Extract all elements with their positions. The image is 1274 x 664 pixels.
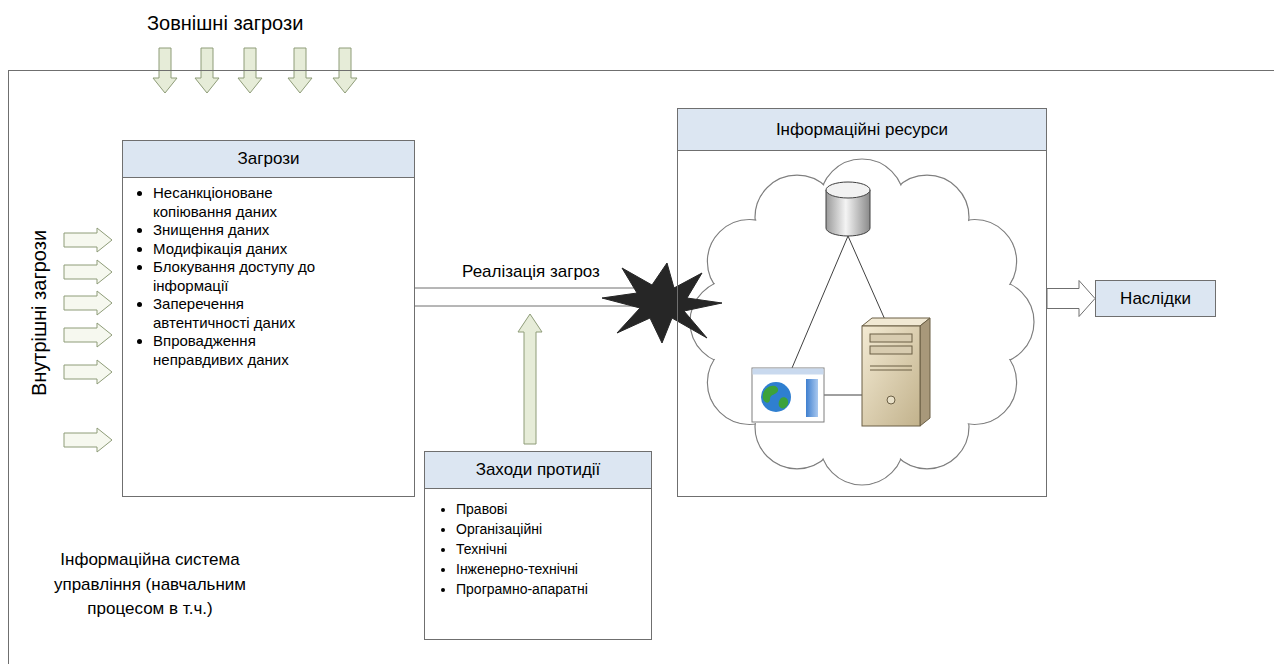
- connector-label: Реалізація загроз: [459, 262, 603, 282]
- bullet-item: Заперечення автентичності даних: [153, 295, 341, 332]
- internal-threat-arrows-part: [64, 291, 112, 315]
- countermeasure-arrow: [518, 314, 542, 444]
- bullet-item: Впровадження неправдивих даних: [153, 332, 341, 369]
- system-boundary: Інформаційна система управління (навчаль…: [8, 70, 1274, 664]
- internal-threats-label: Внутрішні загрози: [28, 230, 51, 396]
- server-icon-part: [870, 346, 912, 354]
- flow-arrow: [1047, 281, 1095, 317]
- block-arrow: [1047, 281, 1095, 317]
- threat-realization-connector: [415, 263, 722, 343]
- bullet-item: Модифікація даних: [153, 240, 341, 259]
- web-window-icon-part: [761, 382, 791, 412]
- box-label: Наслідки: [1120, 289, 1191, 309]
- bullet-item: Знищення даних: [153, 221, 341, 240]
- cloud-outline-part: [691, 160, 1033, 484]
- internal-threat-arrows-part: [64, 260, 112, 284]
- consequences-box: Наслідки: [1095, 280, 1216, 317]
- web-window-icon-part: [753, 369, 824, 375]
- bullet-item: Інженерно-технічні: [456, 559, 641, 579]
- network-links-part: [848, 236, 886, 322]
- internal-threat-arrows: [64, 228, 112, 452]
- box-header-band: Інформаційні ресурси: [678, 109, 1046, 151]
- web-window-icon-part: [806, 379, 818, 417]
- server-icon-part: [920, 318, 930, 426]
- web-window-icon-part: [763, 386, 778, 403]
- internal-threat-arrows-part: [64, 428, 112, 452]
- server-icon-part: [887, 396, 895, 404]
- server-icon-part: [870, 370, 912, 371]
- box-header-band: Загрози: [123, 141, 414, 178]
- server-icon-part: [862, 326, 920, 426]
- network-links-part: [824, 395, 862, 396]
- threats-box: ЗагрозиНесанкціоноване копіювання данихЗ…: [122, 140, 415, 497]
- database-icon-part: [826, 182, 870, 198]
- internal-threat-arrows-part: [64, 360, 112, 384]
- web-window-icon-part: [779, 397, 789, 408]
- system-caption: Інформаційна система управління (навчаль…: [30, 548, 270, 622]
- resources-box: Інформаційні ресурси: [677, 108, 1047, 497]
- internal-threat-arrows-part: [64, 323, 112, 347]
- database-icon: [826, 182, 870, 236]
- cloud-outline-part-part: [730, 199, 994, 445]
- external-threats-label: Зовнішні загрози: [147, 12, 303, 35]
- web-window-icon: [752, 368, 824, 422]
- server-icon-part: [870, 334, 912, 342]
- box-heading: Інформаційні ресурси: [776, 120, 948, 140]
- bullet-item: Блокування доступу до інформації: [153, 258, 341, 295]
- server-icon: [862, 318, 930, 426]
- bullet-item: Правові: [456, 499, 641, 519]
- bullet-item: Програмно-апаратні: [456, 579, 641, 599]
- cloud-outline: [690, 159, 1034, 485]
- box-heading: Заходи протидії: [476, 460, 601, 480]
- bullet-list: ПравовіОрганізаційніТехнічніІнженерно-те…: [425, 499, 651, 607]
- network-links-part: [792, 236, 848, 368]
- web-window-icon-part: [752, 368, 824, 422]
- countermeasures-box: Заходи протидіїПравовіОрганізаційніТехні…: [424, 451, 652, 640]
- bullet-list: Несанкціоноване копіювання данихЗнищення…: [123, 184, 414, 377]
- box-header-band: Заходи протидії: [425, 452, 651, 489]
- cloud-outline-part: [690, 159, 1034, 485]
- bullet-item: Організаційні: [456, 519, 641, 539]
- impact-starburst: [602, 263, 722, 343]
- bullet-item: Несанкціоноване копіювання даних: [153, 184, 341, 221]
- bullet-item: Технічні: [456, 539, 641, 559]
- server-icon-part: [862, 318, 930, 326]
- server-icon-part: [870, 366, 912, 367]
- box-heading: Загрози: [238, 149, 300, 169]
- internal-threat-arrows-part: [64, 228, 112, 252]
